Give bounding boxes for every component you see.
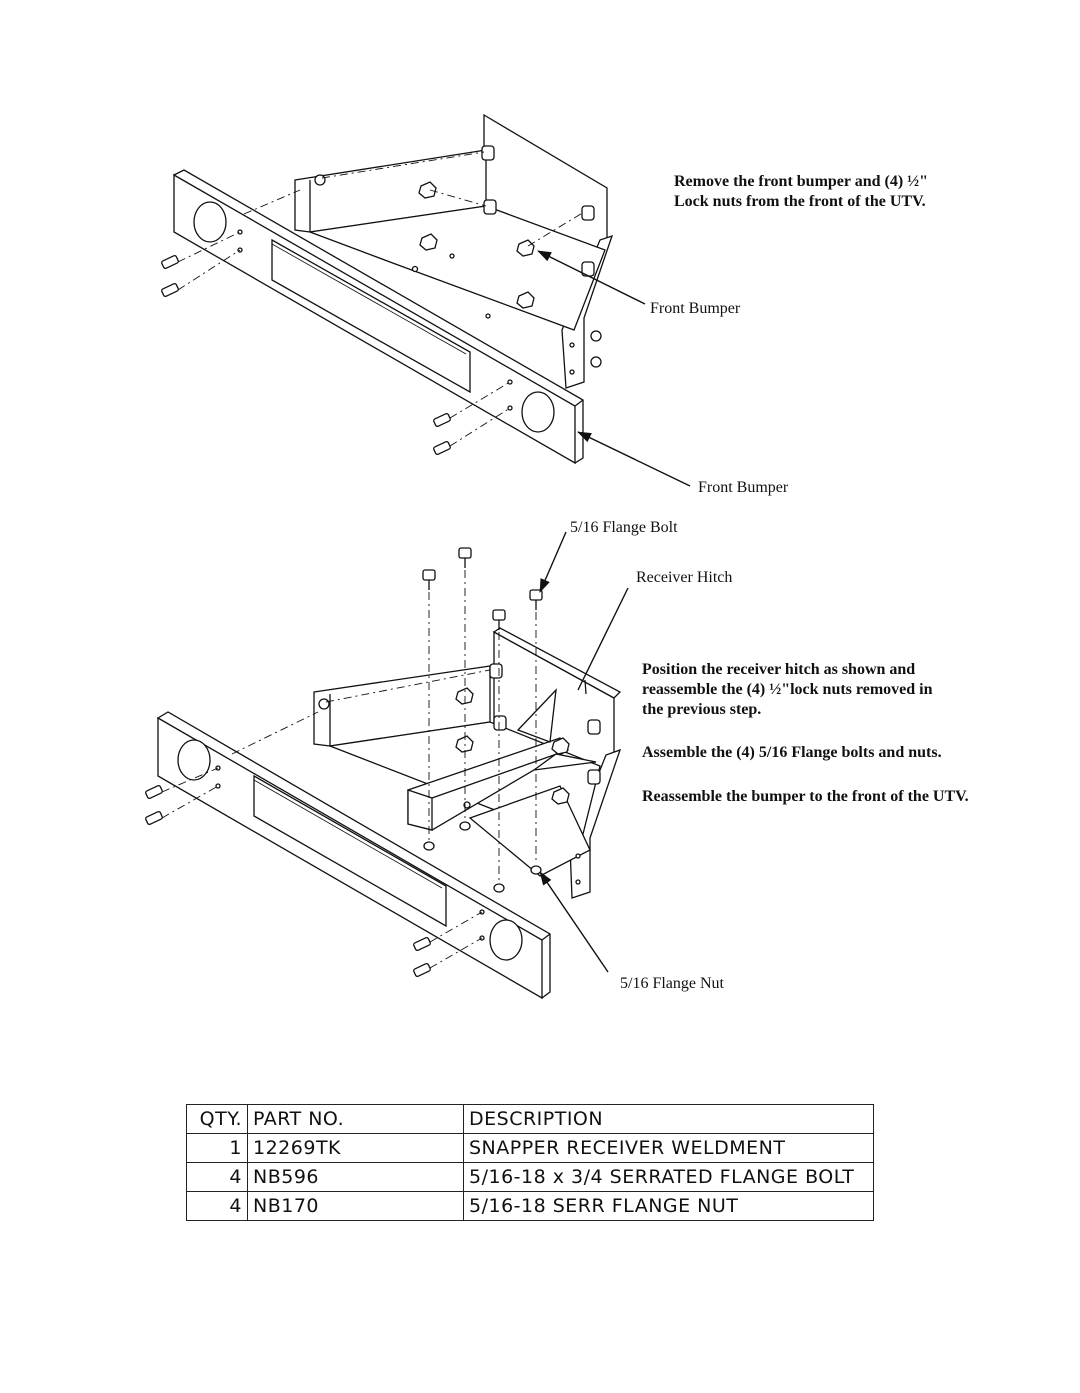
table-row: 4 NB170 5/16-18 SERR FLANGE NUT — [186, 1191, 874, 1221]
callout-front-bumper-upper: Front Bumper — [650, 300, 741, 317]
row-part-no: NB596 — [247, 1162, 464, 1192]
parts-table: QTY. PART NO. DESCRIPTION 1 12269TK SNAP… — [186, 1104, 874, 1221]
table-row: 4 NB596 5/16-18 x 3/4 SERRATED FLANGE BO… — [186, 1162, 874, 1192]
bolt-icon — [145, 547, 543, 977]
callout-receiver-hitch: Receiver Hitch — [636, 569, 733, 586]
row-description: 5/16-18 x 3/4 SERRATED FLANGE BOLT — [463, 1162, 874, 1192]
header-description: DESCRIPTION — [463, 1104, 874, 1134]
step2-instruction-1-line3: the previous step. — [642, 701, 762, 718]
header-qty: QTY. — [186, 1104, 248, 1134]
step2-instruction-1: Position the receiver hitch as shown and… — [642, 660, 933, 720]
step2-instruction-2: Assemble the (4) 5/16 Flange bolts and n… — [642, 744, 942, 761]
row-qty: 4 — [186, 1162, 248, 1192]
row-part-no: 12269TK — [247, 1133, 464, 1163]
figure-step1 — [161, 113, 691, 487]
step1-instruction-line1: Remove the front bumper and (4) ½" — [674, 173, 929, 190]
step1-instruction-line2: Lock nuts from the front of the UTV. — [674, 193, 926, 210]
step2-instruction-3: Reassemble the bumper to the front of th… — [642, 788, 969, 805]
row-part-no: NB170 — [247, 1191, 464, 1221]
row-qty: 1 — [186, 1133, 248, 1163]
figure-step2 — [145, 531, 629, 1000]
row-description: SNAPPER RECEIVER WELDMENT — [463, 1133, 874, 1163]
step2-instruction-1-line2: reassemble the (4) ½"lock nuts removed i… — [642, 681, 933, 698]
row-description: 5/16-18 SERR FLANGE NUT — [463, 1191, 874, 1221]
parts-table-header: QTY. PART NO. DESCRIPTION — [186, 1104, 874, 1134]
table-row: 1 12269TK SNAPPER RECEIVER WELDMENT — [186, 1133, 874, 1163]
step1-instruction: Remove the front bumper and (4) ½" Lock … — [674, 172, 928, 212]
step2-instruction-1-line1: Position the receiver hitch as shown and — [642, 661, 916, 678]
callout-flange-bolt: 5/16 Flange Bolt — [570, 519, 678, 536]
callout-front-bumper-lower: Front Bumper — [698, 479, 789, 496]
bolt-icon — [161, 174, 602, 455]
callout-flange-nut: 5/16 Flange Nut — [620, 975, 724, 992]
header-part-no: PART NO. — [247, 1104, 464, 1134]
row-qty: 4 — [186, 1191, 248, 1221]
